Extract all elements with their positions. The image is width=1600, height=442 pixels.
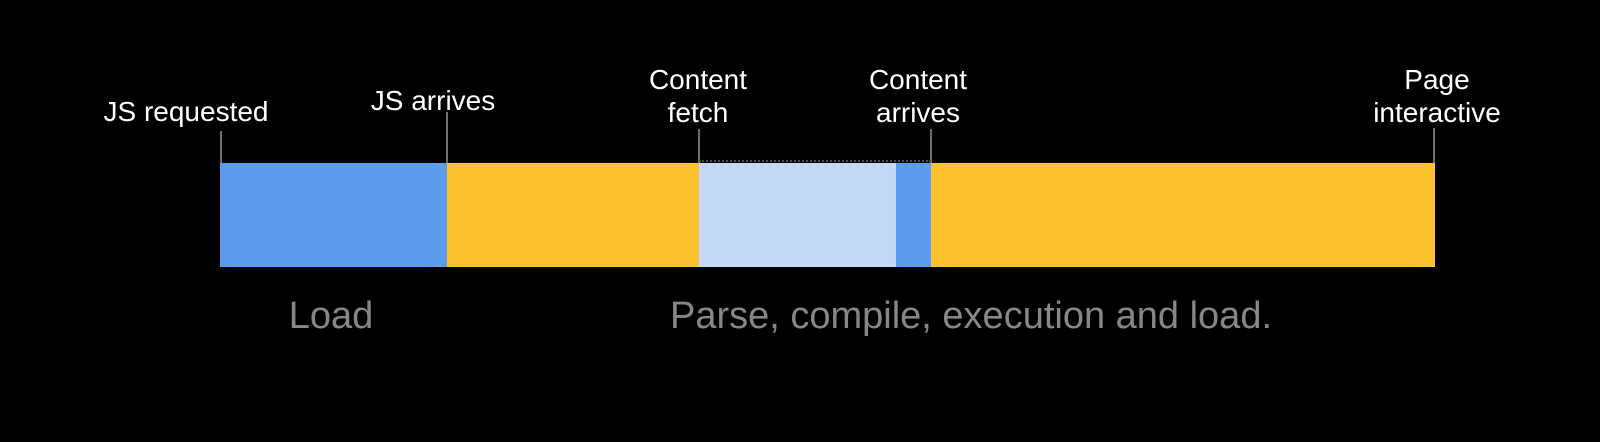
- dotted-edge-content-segments: [699, 160, 931, 162]
- segment-js-download: [220, 163, 447, 267]
- timeline-bar: [220, 163, 1435, 267]
- milestone-label-content-fetch: Content fetch: [648, 64, 748, 128]
- tick-js-arrives: [446, 112, 448, 163]
- segment-content-fetch: [699, 163, 896, 267]
- phase-label-parse-compile-execution-load: Parse, compile, execution and load.: [669, 295, 1273, 337]
- milestone-label-page-interactive: Page interactive: [1373, 64, 1501, 128]
- phase-label-load: Load: [288, 295, 374, 337]
- segment-execution-to-interactive: [931, 163, 1435, 267]
- tick-js-requested: [220, 131, 222, 163]
- segment-content-arrives: [896, 163, 931, 267]
- milestone-label-content-arrives: Content arrives: [868, 64, 968, 128]
- milestone-label-js-arrives: JS arrives: [370, 85, 496, 116]
- segment-parse-compile: [447, 163, 699, 267]
- milestone-label-js-requested: JS requested: [103, 96, 269, 127]
- tick-page-interactive: [1433, 128, 1435, 163]
- tick-content-fetch: [698, 129, 700, 163]
- tick-content-arrives: [930, 129, 932, 163]
